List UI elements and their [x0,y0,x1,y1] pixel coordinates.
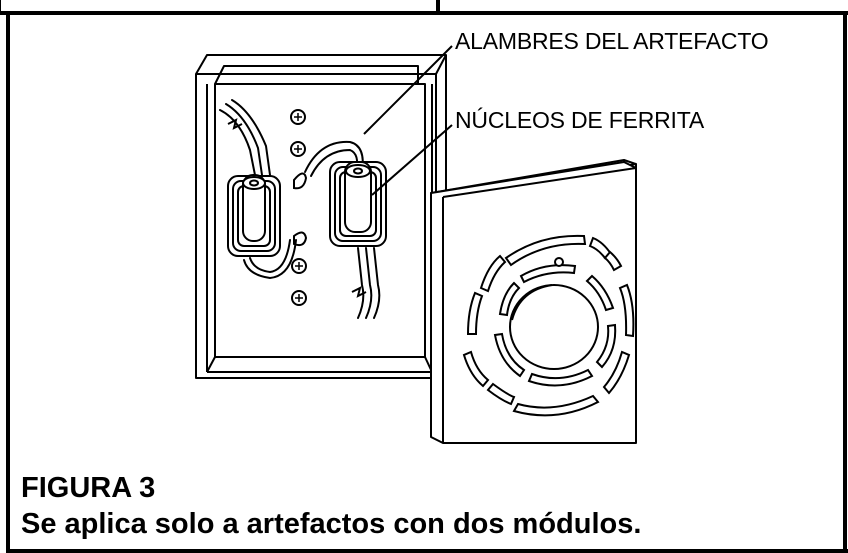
right-fixture-wires [304,140,381,319]
wire-holes [293,172,308,247]
screw-icon [290,141,306,157]
leader-fixture-wires [363,45,453,135]
screw-icon [290,109,306,125]
screws [290,109,307,306]
screw-icon [291,290,307,306]
callout-ferrite-cores: NÚCLEOS DE FERRITA [455,107,705,133]
right-ferrite-core [329,161,387,247]
figure-caption: Se aplica solo a artefactos con dos módu… [21,508,642,540]
leader-ferrite-cores [371,124,453,196]
left-fixture-wires [219,99,297,280]
wire-break-icon [227,118,367,298]
screw-icon [291,258,307,274]
cover-vent-slots [462,234,635,417]
left-ferrite-core [227,174,281,257]
callout-fixture-wires: ALAMBRES DEL ARTEFACTO [455,28,769,54]
leader-lines [363,45,453,196]
figure-title: FIGURA 3 [21,472,156,504]
